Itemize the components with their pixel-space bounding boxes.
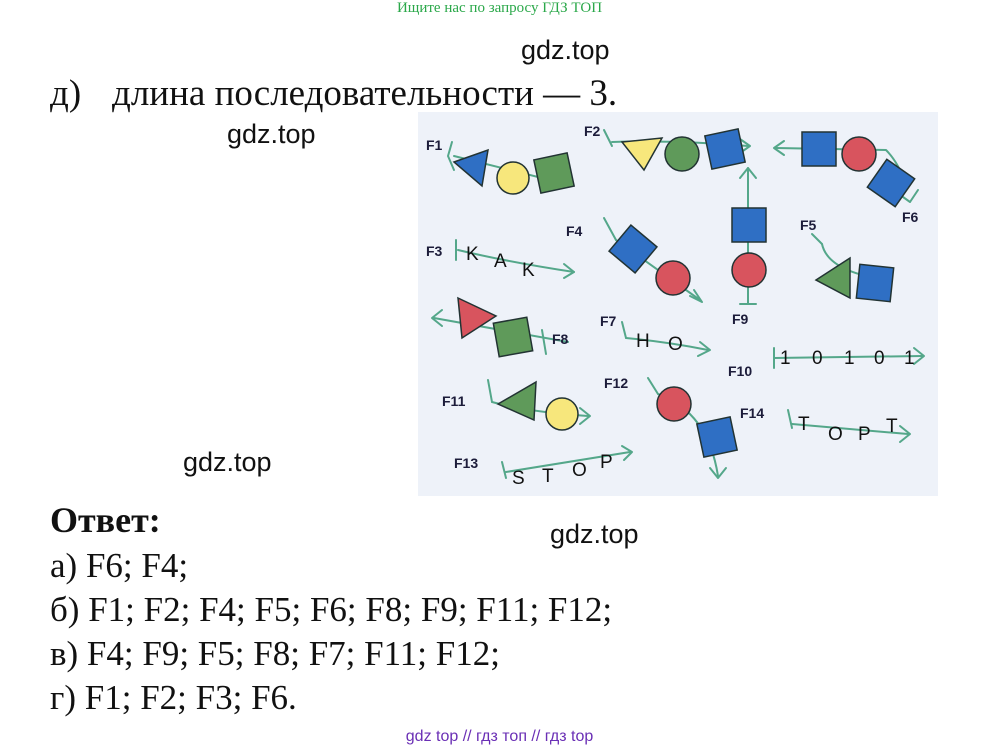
f10-char: 0 [874,348,885,369]
f13-char: O [572,460,587,481]
label-f8: F8 [552,331,569,347]
label-f1: F1 [426,137,443,153]
f10-char: 1 [904,348,915,369]
label-f3: F3 [426,243,443,259]
f3-char: K [466,244,479,265]
label-f7: F7 [600,313,617,329]
label-f14: F14 [740,405,764,421]
f10-char: 0 [812,348,823,369]
f14-char: P [858,424,871,445]
label-f13: F13 [454,455,478,471]
answer-a: а) F6; F4; [50,546,189,585]
label-f6: F6 [902,209,919,225]
answer-v: в) F4; F9; F5; F8; F7; F11; F12; [50,634,500,673]
sequences-figure: K A K H O 1 0 1 0 1 T O P T S T O P F1 F… [418,112,938,496]
f13-char: S [512,468,525,489]
figure-svg: K A K H O 1 0 1 0 1 T O P T S T O P F1 F… [426,123,925,489]
label-f5: F5 [800,217,817,233]
answer-b: б) F1; F2; F4; F5; F6; F8; F9; F11; F12; [50,590,613,629]
top-banner: Ищите нас по запросу ГДЗ ТОП [396,0,603,16]
f7-char: H [636,331,650,352]
f10-char: 1 [780,348,791,369]
watermark: gdz.top [183,447,272,477]
label-f9: F9 [732,311,749,327]
label-f2: F2 [584,123,601,139]
f14-char: T [798,414,810,435]
label-f10: F10 [728,363,752,379]
task-letter: д) [50,73,82,114]
label-f11: F11 [442,393,466,409]
task-line: д) длина последовательности — 3. [50,72,617,115]
f14-char: O [828,424,843,445]
label-f4: F4 [566,223,583,239]
watermark: gdz.top [550,519,639,549]
footer: gdz top // гдз топ // гдз top [405,728,594,745]
answer-title: Ответ: [50,500,161,540]
task-text: длина последовательности — 3. [112,73,618,114]
label-f12: F12 [604,375,628,391]
f7-char: O [668,334,683,355]
f13-char: T [542,466,554,487]
f3-char: K [522,260,535,281]
answer-g: г) F1; F2; F3; F6. [50,678,297,717]
f14-char: T [886,416,898,437]
watermark: gdz.top [227,119,316,149]
f13-char: P [600,452,613,473]
f3-char: A [494,251,507,272]
f10-char: 1 [844,348,855,369]
watermark: gdz.top [521,35,610,65]
